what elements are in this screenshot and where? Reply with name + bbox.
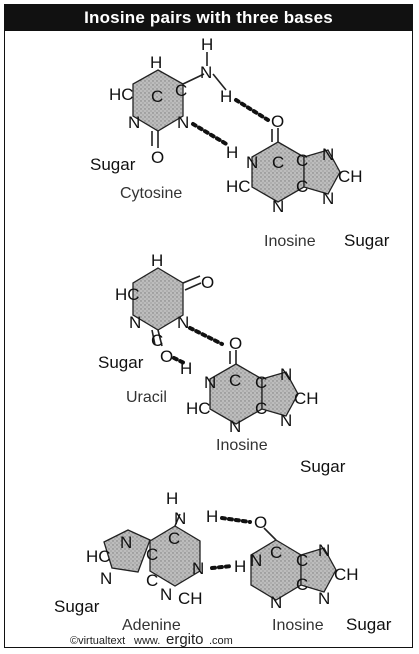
inosine-atom-n7: N bbox=[322, 145, 334, 164]
cytosine-name: Cytosine bbox=[120, 185, 182, 202]
adenine-sugar-label: Sugar bbox=[54, 597, 100, 616]
inosine-atom-ch: CH bbox=[294, 389, 319, 408]
adenine-name: Adenine bbox=[122, 617, 181, 634]
inosine-name: Inosine bbox=[264, 233, 316, 250]
uracil-name: Uracil bbox=[126, 389, 167, 406]
inosine-name: Inosine bbox=[272, 617, 324, 634]
adenine-atom-ch: CH bbox=[178, 589, 203, 608]
h-bond bbox=[172, 356, 188, 366]
adenine-atom-c4: C bbox=[146, 571, 158, 590]
inosine-sugar-label: Sugar bbox=[344, 231, 390, 250]
inosine-atom-c4: C bbox=[255, 399, 267, 418]
adenine-ring-6 bbox=[149, 525, 201, 587]
inosine-atom-n9: N bbox=[318, 589, 330, 608]
inosine-atom-o: O bbox=[271, 112, 284, 131]
inosine-atom-n3: N bbox=[272, 197, 284, 216]
inosine-atom-ch: CH bbox=[334, 565, 359, 584]
cytosine-atom-h: H bbox=[150, 53, 162, 72]
inosine-ring-5 bbox=[303, 149, 341, 195]
inosine-atom-ch: CH bbox=[338, 167, 363, 186]
site-name: ergito bbox=[166, 631, 204, 648]
inosine-atom-h: H bbox=[226, 143, 238, 162]
inosine-atom-c4: C bbox=[296, 575, 308, 594]
h-bond bbox=[220, 516, 252, 524]
adenine-atom-n9: N bbox=[100, 569, 112, 588]
panel-cytosine-inosine: H HC C C N H H N N O Sugar Cytosine O H … bbox=[90, 35, 390, 250]
adenine-atom-c6: C bbox=[168, 529, 180, 548]
inosine-atom-c: C bbox=[270, 543, 282, 562]
inosine-atom-n: N bbox=[250, 551, 262, 570]
cytosine-atom-h-donor: H bbox=[220, 87, 232, 106]
copyright-footer: ©virtualtext www. ergito .com bbox=[70, 631, 233, 648]
cytosine-atom-n3: N bbox=[177, 113, 189, 132]
panel-uracil-inosine: H O HC N N C O H Sugar Uracil O N C C N … bbox=[98, 251, 346, 476]
copyright-text: ©virtualtext bbox=[70, 635, 125, 647]
cytosine-atom-c: C bbox=[151, 87, 163, 106]
cytosine-atom-h-top: H bbox=[201, 35, 213, 54]
cytosine-atom-hc: HC bbox=[109, 85, 134, 104]
cytosine-atom-o: O bbox=[151, 148, 164, 167]
h-bond bbox=[210, 564, 234, 570]
panel-adenine-inosine: H N H C N HC C N N C N CH Sugar Adenine … bbox=[54, 489, 392, 634]
inosine-ring-5 bbox=[300, 547, 337, 593]
uracil-atom-c: C bbox=[151, 331, 163, 350]
uracil-sugar-label: Sugar bbox=[98, 353, 144, 372]
adenine-ring-5 bbox=[103, 529, 151, 573]
inosine-atom-n3: N bbox=[270, 593, 282, 612]
adenine-atom-c5: C bbox=[146, 545, 158, 564]
cytosine-atom-n: N bbox=[200, 63, 212, 82]
h-bond bbox=[188, 326, 224, 346]
uracil-atom-h: H bbox=[151, 251, 163, 270]
cytosine-atom-c4: C bbox=[175, 81, 187, 100]
adenine-atom-n7: N bbox=[120, 533, 132, 552]
uracil-atom-hc: HC bbox=[115, 285, 140, 304]
inosine-atom-n: N bbox=[246, 153, 258, 172]
inosine-sugar-label: Sugar bbox=[300, 457, 346, 476]
cytosine-sugar-label: Sugar bbox=[90, 155, 136, 174]
inosine-atom-o: O bbox=[229, 334, 242, 353]
inosine-atom-hc: HC bbox=[226, 177, 251, 196]
inosine-sugar-label: Sugar bbox=[346, 615, 392, 634]
site-tld: .com bbox=[209, 635, 233, 647]
cytosine-atom-n1: N bbox=[128, 113, 140, 132]
inosine-atom-n9: N bbox=[322, 189, 334, 208]
inosine-atom-c4: C bbox=[296, 177, 308, 196]
h-bond bbox=[191, 122, 230, 147]
inosine-atom-o: O bbox=[254, 513, 267, 532]
uracil-atom-n3: N bbox=[177, 313, 189, 332]
inosine-atom-hc: HC bbox=[186, 399, 211, 418]
inosine-atom-c: C bbox=[229, 371, 241, 390]
inosine-atom-c: C bbox=[272, 153, 284, 172]
inosine-atom-h: H bbox=[234, 557, 246, 576]
inosine-atom-n: N bbox=[204, 373, 216, 392]
inosine-atom-c5: C bbox=[255, 373, 267, 392]
figure-title: Inosine pairs with three bases bbox=[5, 5, 412, 31]
uracil-atom-o: O bbox=[160, 347, 173, 366]
inosine-atom-n7: N bbox=[280, 365, 292, 384]
inosine-atom-n9: N bbox=[280, 411, 292, 430]
adenine-atom-h-amino: H bbox=[206, 507, 218, 526]
inosine-name: Inosine bbox=[216, 437, 268, 454]
inosine-atom-c5: C bbox=[296, 151, 308, 170]
adenine-atom-n1: N bbox=[192, 559, 204, 578]
adenine-atom-hc: HC bbox=[86, 547, 111, 566]
uracil-atom-o-top: O bbox=[201, 273, 214, 292]
h-bond bbox=[234, 98, 270, 122]
inosine-ring-5 bbox=[261, 371, 299, 417]
adenine-atom-n3: N bbox=[160, 585, 172, 604]
www-text: www. bbox=[133, 635, 160, 647]
figure-frame: Inosine pairs with three bases bbox=[4, 4, 413, 648]
adenine-atom-h-top: H bbox=[166, 489, 178, 508]
uracil-atom-n1: N bbox=[129, 313, 141, 332]
adenine-atom-n-amino: N bbox=[174, 509, 186, 528]
inosine-atom-n7: N bbox=[318, 541, 330, 560]
inosine-atom-c5: C bbox=[296, 551, 308, 570]
inosine-atom-n3: N bbox=[229, 417, 241, 436]
